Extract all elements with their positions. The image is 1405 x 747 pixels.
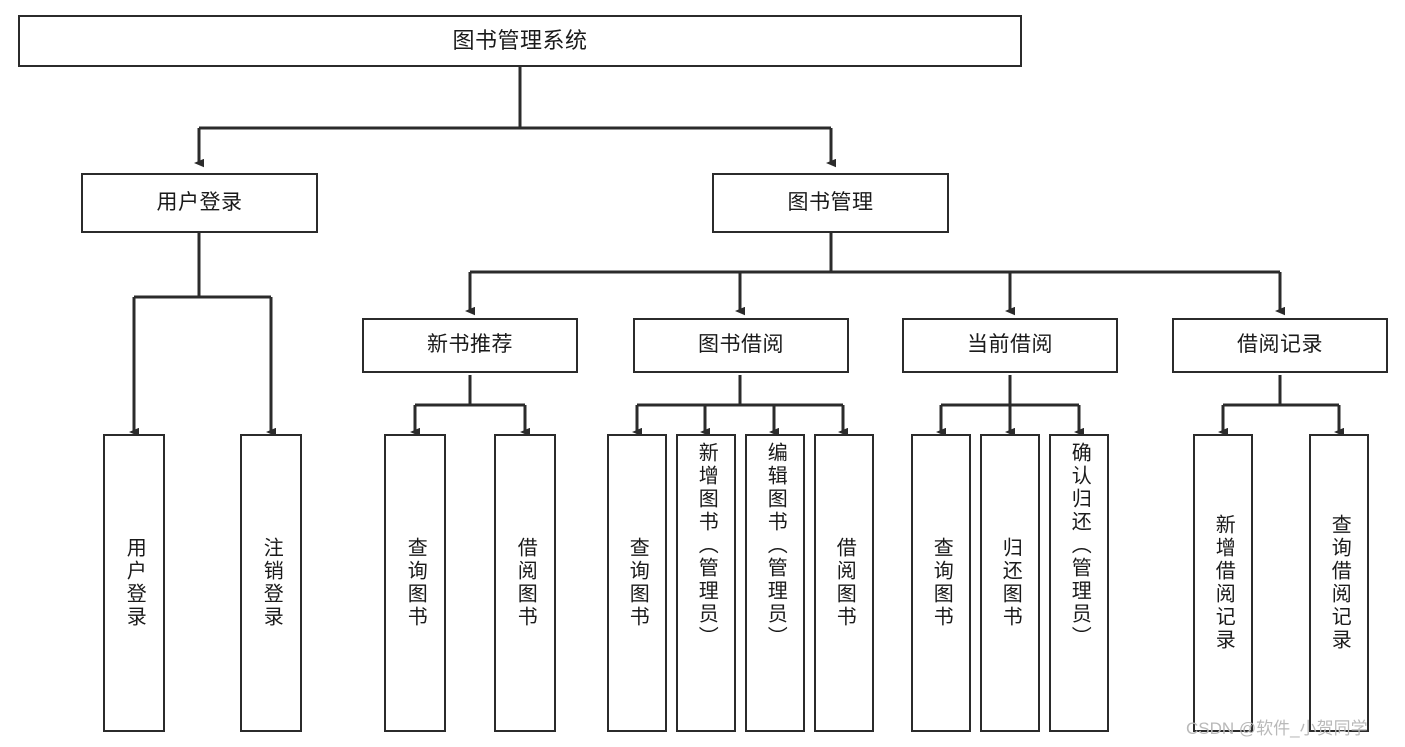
node-label: 编辑图书（管理员） xyxy=(764,442,787,649)
node-label: 用户登录 xyxy=(123,537,146,629)
node-label: 查询图书 xyxy=(930,537,953,629)
node-book-borrow[interactable]: 图书借阅 xyxy=(633,318,849,373)
node-label: 当前借阅 xyxy=(967,333,1053,357)
node-label: 新书推荐 xyxy=(427,333,513,357)
leaf-book-borrow-edit-book-admin[interactable]: 编辑图书（管理员） xyxy=(745,434,805,732)
node-label: 图书管理系统 xyxy=(452,28,588,54)
node-label: 新增借阅记录 xyxy=(1212,514,1235,652)
node-root-book-management-system[interactable]: 图书管理系统 xyxy=(18,15,1022,67)
node-borrow-record[interactable]: 借阅记录 xyxy=(1172,318,1388,373)
node-label: 借阅图书 xyxy=(514,537,537,629)
leaf-borrow-record-query-record[interactable]: 查询借阅记录 xyxy=(1309,434,1369,732)
node-label: 注销登录 xyxy=(260,537,283,629)
node-label: 新增图书（管理员） xyxy=(695,442,718,649)
node-label: 借阅记录 xyxy=(1237,333,1323,357)
leaf-user-login-logout[interactable]: 注销登录 xyxy=(240,434,302,732)
node-label: 归还图书 xyxy=(999,537,1022,629)
leaf-current-borrow-query-book[interactable]: 查询图书 xyxy=(911,434,971,732)
leaf-borrow-record-add-record[interactable]: 新增借阅记录 xyxy=(1193,434,1253,732)
node-label: 查询图书 xyxy=(626,537,649,629)
leaf-book-borrow-query-book[interactable]: 查询图书 xyxy=(607,434,667,732)
leaf-new-book-query-book[interactable]: 查询图书 xyxy=(384,434,446,732)
leaf-user-login-login[interactable]: 用户登录 xyxy=(103,434,165,732)
node-user-login[interactable]: 用户登录 xyxy=(81,173,318,233)
node-label: 借阅图书 xyxy=(833,537,856,629)
node-book-management[interactable]: 图书管理 xyxy=(712,173,949,233)
node-new-book-recommend[interactable]: 新书推荐 xyxy=(362,318,578,373)
node-label: 图书借阅 xyxy=(698,333,784,357)
node-label: 查询借阅记录 xyxy=(1328,514,1351,652)
node-label: 查询图书 xyxy=(404,537,427,629)
node-label: 图书管理 xyxy=(787,190,874,214)
leaf-book-borrow-borrow-book[interactable]: 借阅图书 xyxy=(814,434,874,732)
node-label: 确认归还（管理员） xyxy=(1068,442,1091,649)
leaf-book-borrow-add-book-admin[interactable]: 新增图书（管理员） xyxy=(676,434,736,732)
leaf-current-borrow-return-book[interactable]: 归还图书 xyxy=(980,434,1040,732)
csdn-watermark: CSDN @软件_小贺同学 xyxy=(1186,719,1368,738)
node-current-borrow[interactable]: 当前借阅 xyxy=(902,318,1118,373)
node-label: 用户登录 xyxy=(156,190,243,214)
leaf-current-borrow-confirm-return-admin[interactable]: 确认归还（管理员） xyxy=(1049,434,1109,732)
leaf-new-book-borrow-book[interactable]: 借阅图书 xyxy=(494,434,556,732)
